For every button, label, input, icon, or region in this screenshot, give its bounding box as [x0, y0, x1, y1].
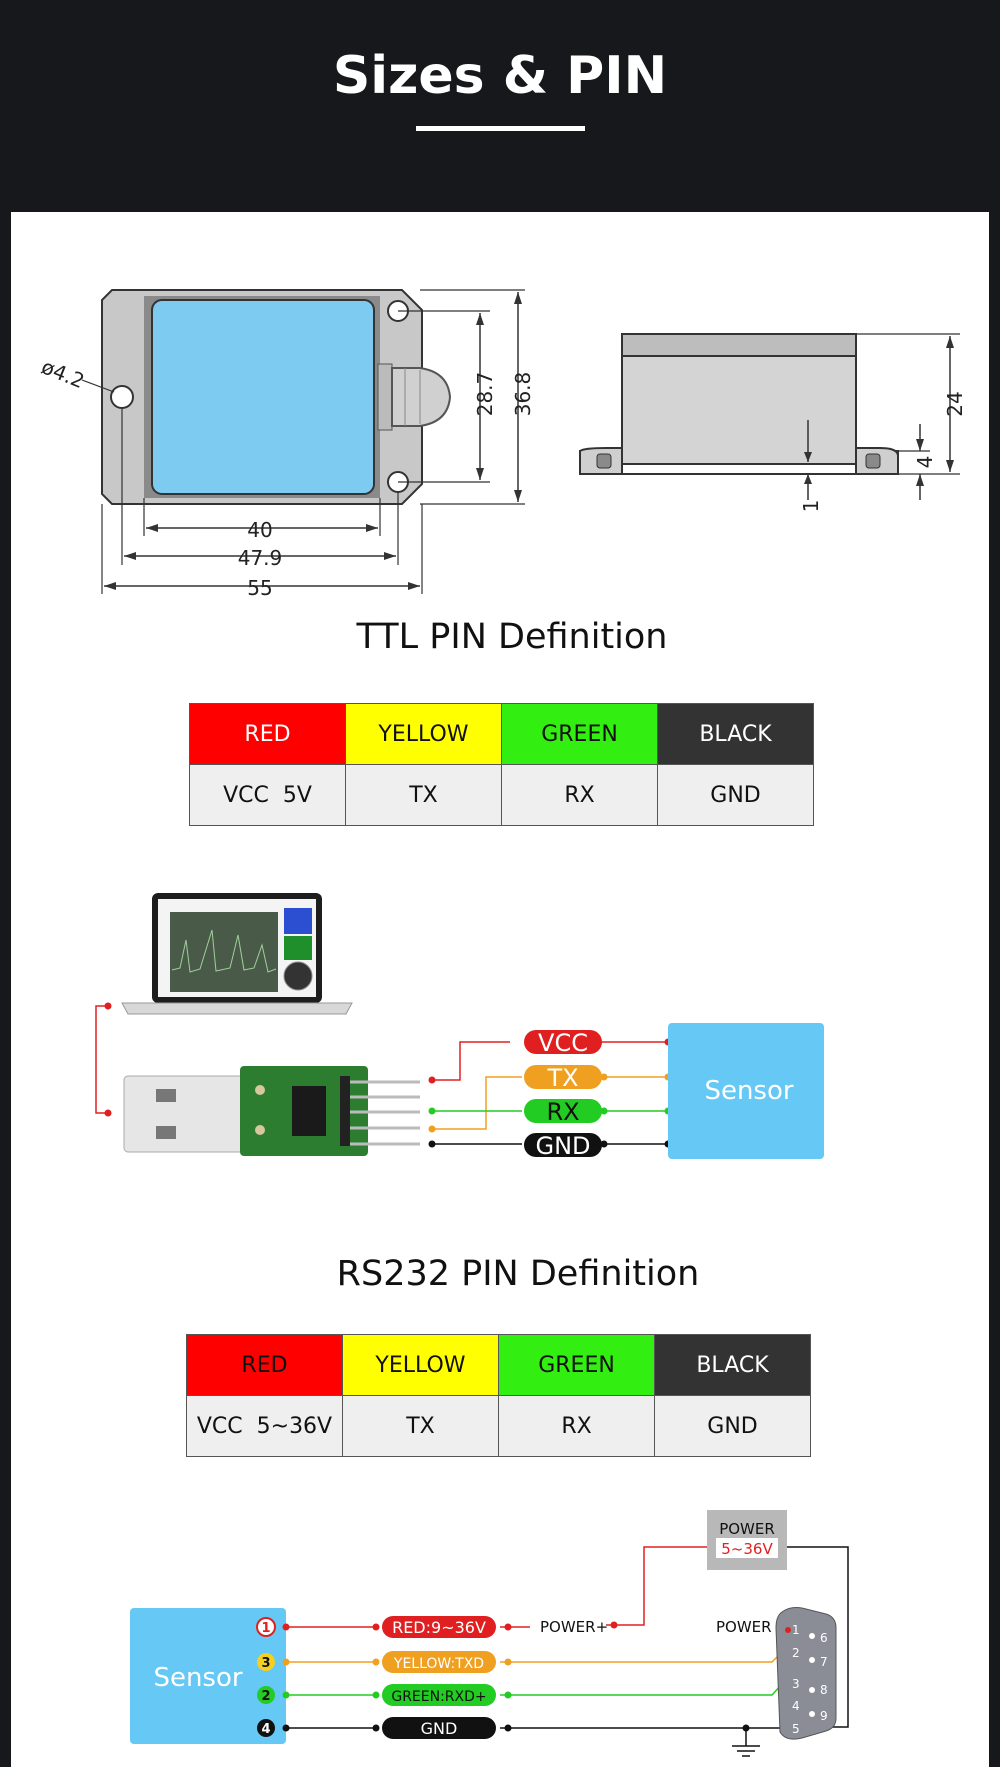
ttl-value-rx: RX — [501, 764, 658, 826]
ttl-wire-tx: TX — [546, 1064, 578, 1092]
rs232-color-yellow: YELLOW — [342, 1334, 499, 1396]
power-box-title: POWER — [719, 1520, 775, 1538]
rs232-pin-3: 3 — [261, 1656, 270, 1671]
ttl-color-yellow: YELLOW — [345, 703, 502, 765]
power-box-range: 5~36V — [721, 1540, 773, 1558]
ttl-value-vcc: VCC 5V — [189, 764, 346, 826]
ttl-wire-vcc: VCC — [538, 1029, 588, 1057]
ttl-color-black: BLACK — [657, 703, 814, 765]
ttl-section-title: TTL PIN Definition — [356, 617, 668, 657]
rs232-sensor-box — [130, 1608, 286, 1744]
dim-1: 1 — [799, 500, 823, 513]
rs232-pin-4: 4 — [261, 1722, 270, 1737]
dim-55: 55 — [247, 576, 272, 600]
ttl-sensor-box — [668, 1023, 824, 1159]
ttl-wire-gnd: GND — [535, 1132, 590, 1160]
db9-pin-9: 9 — [820, 1709, 828, 1723]
db9-pin-2: 2 — [792, 1646, 800, 1660]
rs232-value-rx: RX — [498, 1395, 655, 1457]
ttl-color-row: RED YELLOW GREEN BLACK — [189, 703, 814, 765]
db9-connector: 1 2 3 4 5 6 7 8 9 — [775, 1607, 837, 1740]
rs232-wire-red: RED:9~36V — [392, 1618, 486, 1637]
dim-hole-diameter: ø4.2 — [38, 354, 88, 393]
usb-ttl-module — [123, 1066, 420, 1156]
ttl-value-gnd: GND — [657, 764, 814, 826]
rs232-value-gnd: GND — [654, 1395, 811, 1457]
db9-pin-3: 3 — [792, 1677, 800, 1691]
page-title: Sizes & PIN — [332, 46, 668, 106]
rs232-power-plus-label: POWER+ — [540, 1618, 608, 1636]
dim-28-7: 28.7 — [473, 372, 497, 417]
title-underline — [416, 126, 585, 131]
db9-pin-4: 4 — [792, 1699, 800, 1713]
top-view: 28.7 36.8 40 47.9 55 ø4.2 — [38, 289, 535, 600]
ttl-pin-table: RED YELLOW GREEN BLACK VCC 5V TX RX GND — [189, 703, 814, 826]
rs232-color-black: BLACK — [654, 1334, 811, 1396]
rs232-pin-2: 2 — [261, 1689, 270, 1704]
rs232-color-row: RED YELLOW GREEN BLACK — [186, 1334, 811, 1396]
rs232-pin-1: 1 — [261, 1621, 270, 1636]
ttl-color-green: GREEN — [501, 703, 658, 765]
rs232-color-green: GREEN — [498, 1334, 655, 1396]
ttl-color-red: RED — [189, 703, 346, 765]
rs232-value-row: VCC 5~36V TX RX GND — [186, 1395, 811, 1457]
ttl-value-row: VCC 5V TX RX GND — [189, 764, 814, 826]
dim-36-8: 36.8 — [511, 372, 535, 417]
db9-pin-8: 8 — [820, 1683, 828, 1697]
ttl-wire-rx: RX — [546, 1098, 579, 1126]
dim-24: 24 — [943, 391, 967, 416]
db9-pin-5: 5 — [792, 1722, 800, 1736]
dim-47-9: 47.9 — [238, 546, 283, 570]
header: Sizes & PIN — [0, 0, 1000, 212]
db9-power-label: POWER — [716, 1618, 772, 1636]
rs232-sensor-label: Sensor — [153, 1663, 242, 1693]
db9-pin-1: 1 — [792, 1623, 800, 1637]
side-view: 24 4 1 — [579, 333, 967, 513]
dimension-drawing: 28.7 36.8 40 47.9 55 ø4.2 — [38, 289, 967, 600]
rs232-value-vcc: VCC 5~36V — [186, 1395, 343, 1457]
laptop-illustration — [121, 893, 353, 1015]
rs232-wiring-diagram: Sensor 1 3 2 4 RED:9~36V YELLOW:TXD GREE… — [130, 1510, 849, 1757]
rs232-wire-gnd: GND — [421, 1719, 458, 1738]
ttl-value-tx: TX — [345, 764, 502, 826]
rs232-wire-yellow: YELLOW:TXD — [393, 1656, 484, 1672]
rs232-value-tx: TX — [342, 1395, 499, 1457]
rs232-section-title: RS232 PIN Definition — [336, 1254, 700, 1294]
dim-4: 4 — [913, 456, 937, 469]
ttl-wiring-diagram: VCC TX RX GND Sensor — [95, 893, 824, 1160]
dim-40: 40 — [247, 518, 272, 542]
rs232-color-red: RED — [186, 1334, 343, 1396]
ttl-sensor-label: Sensor — [704, 1076, 793, 1106]
rs232-pin-table: RED YELLOW GREEN BLACK VCC 5~36V TX RX G… — [186, 1334, 811, 1457]
db9-pin-7: 7 — [820, 1655, 828, 1669]
db9-pin-6: 6 — [820, 1631, 828, 1645]
rs232-wire-green: GREEN:RXD+ — [391, 1689, 486, 1705]
